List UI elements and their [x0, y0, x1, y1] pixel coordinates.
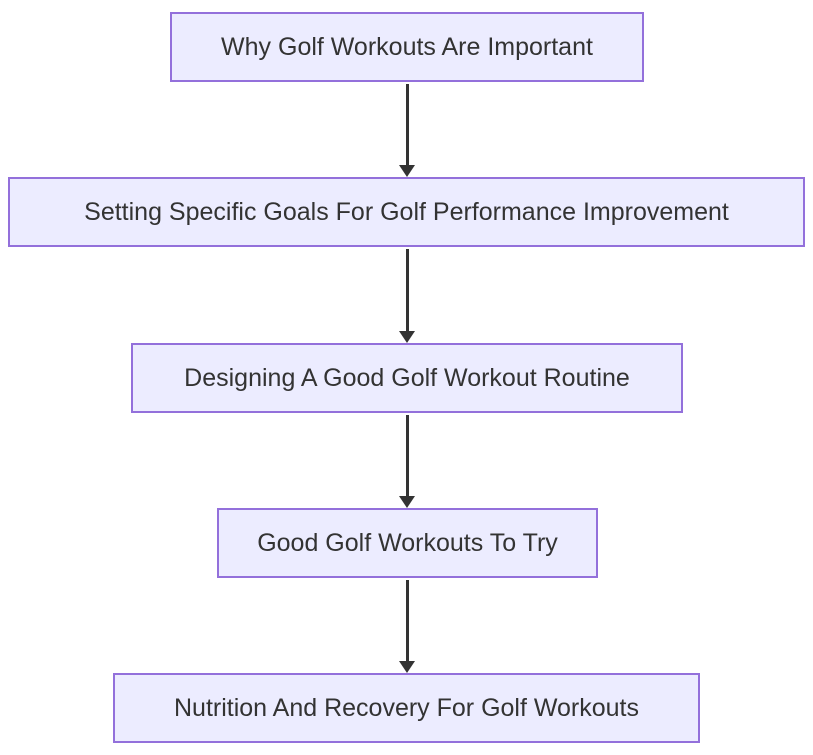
arrow-line: [405, 415, 409, 498]
flow-node-why-golf-workouts-are-important: Why Golf Workouts Are Important: [170, 12, 644, 82]
edge-arrow-2: [399, 249, 415, 343]
flow-node-label: Designing A Good Golf Workout Routine: [184, 364, 630, 392]
arrowhead-down-icon: [399, 496, 415, 508]
arrow-line: [405, 249, 409, 333]
flow-node-label: Good Golf Workouts To Try: [257, 529, 558, 557]
edge-arrow-1: [399, 84, 415, 177]
edge-arrow-4: [399, 580, 415, 673]
arrow-line: [405, 84, 409, 167]
flow-node-label: Nutrition And Recovery For Golf Workouts: [174, 694, 639, 722]
arrow-line: [405, 580, 409, 663]
flow-node-label: Setting Specific Goals For Golf Performa…: [84, 198, 729, 226]
flow-node-label: Why Golf Workouts Are Important: [221, 33, 593, 61]
flow-node-nutrition-and-recovery: Nutrition And Recovery For Golf Workouts: [113, 673, 700, 743]
arrowhead-down-icon: [399, 661, 415, 673]
arrowhead-down-icon: [399, 331, 415, 343]
flow-node-good-golf-workouts-to-try: Good Golf Workouts To Try: [217, 508, 598, 578]
arrowhead-down-icon: [399, 165, 415, 177]
flow-node-setting-specific-goals: Setting Specific Goals For Golf Performa…: [8, 177, 805, 247]
flow-node-designing-workout-routine: Designing A Good Golf Workout Routine: [131, 343, 683, 413]
edge-arrow-3: [399, 415, 415, 508]
